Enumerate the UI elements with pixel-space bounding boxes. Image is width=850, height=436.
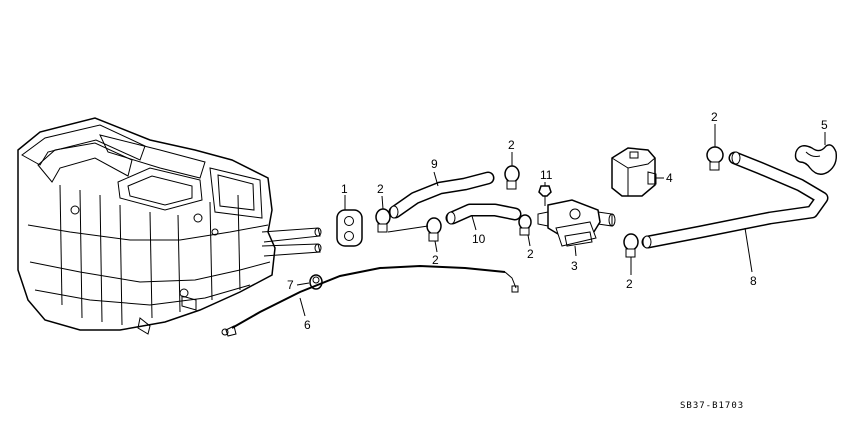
part-2-clamp-b	[504, 152, 520, 190]
part-9-hose	[388, 171, 495, 219]
callout-7: 7	[287, 278, 294, 292]
part-2-clamp-c	[426, 217, 442, 253]
part-10-hose	[445, 203, 522, 231]
callout-3: 3	[571, 259, 578, 273]
callout-2-b: 2	[508, 138, 515, 152]
reference-code: SB37-B1703	[680, 401, 744, 411]
callout-6: 6	[304, 318, 311, 332]
callout-1: 1	[341, 182, 348, 196]
part-8-hose	[641, 151, 829, 273]
callout-10: 10	[472, 232, 486, 246]
part-2-clamp-f	[706, 124, 724, 171]
part-2-clamp-e	[623, 233, 639, 275]
callout-2-f: 2	[711, 110, 718, 124]
callout-2-d: 2	[527, 247, 534, 261]
callout-2-c: 2	[432, 253, 439, 267]
part-2-clamp-a	[375, 195, 391, 233]
callout-8: 8	[750, 274, 757, 288]
part-5-spring-clip	[794, 132, 838, 175]
part-6-control-cable	[221, 264, 519, 337]
part-2-clamp-d	[518, 214, 532, 247]
part-1-grommet-plate	[336, 195, 363, 247]
callout-labels: 1 2 2 2 2 2 2 3 4 5 6 7 8 9 10 11	[287, 110, 828, 332]
hose-clamp-icons	[375, 124, 724, 275]
callout-11: 11	[540, 168, 553, 182]
part-7-grommet	[296, 274, 323, 290]
leader-line	[387, 225, 429, 233]
part-3-water-valve	[537, 199, 616, 257]
callout-9: 9	[431, 157, 438, 171]
part-4-valve-cover	[611, 147, 664, 197]
callout-4: 4	[666, 171, 673, 185]
callout-5: 5	[821, 118, 828, 132]
callout-2-a: 2	[377, 182, 384, 196]
heater-unit	[17, 117, 322, 335]
callout-2-e: 2	[626, 277, 633, 291]
part-11-bolt	[538, 182, 552, 206]
